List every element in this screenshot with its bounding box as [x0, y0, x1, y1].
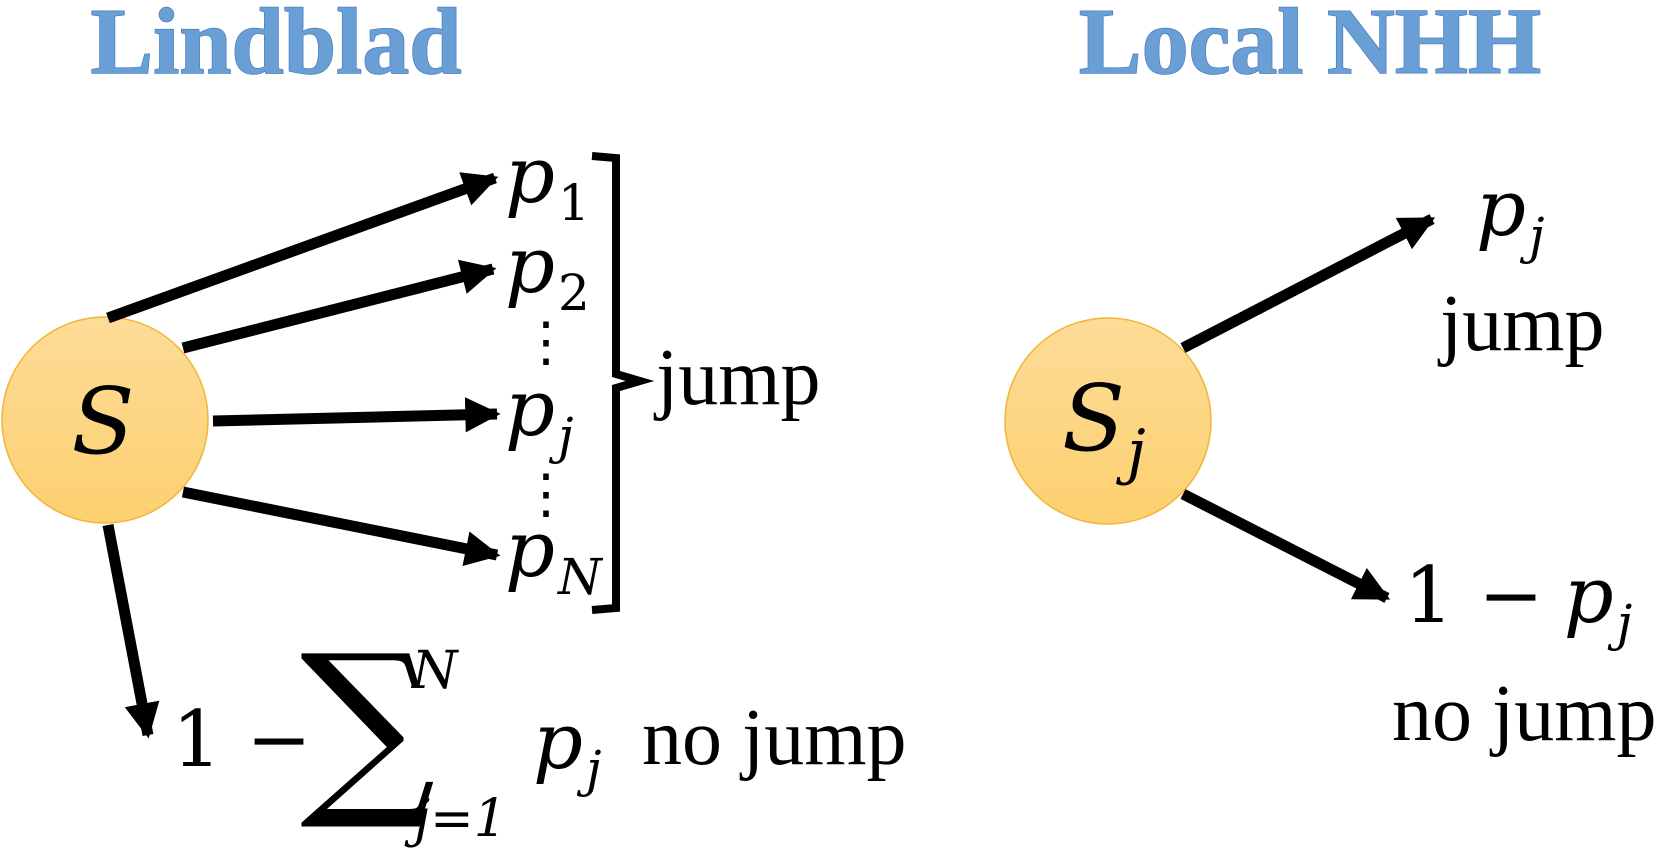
local-nhh-node: [1004, 317, 1212, 525]
ellipsis-lower: ⋮: [519, 462, 573, 525]
arrow-to-p2: [181, 259, 497, 354]
local-nhh-title: Local NHH: [1079, 0, 1541, 94]
lindblad-no-jump-label: no jump: [642, 694, 906, 782]
sum-upper: N: [410, 641, 459, 701]
lindblad-jump-label: jump: [653, 334, 820, 422]
local-nhh-node-label: Sj: [1062, 365, 1146, 487]
nhh-jump-label: jump: [1437, 280, 1604, 368]
sum-symbol: ∑: [300, 614, 436, 835]
branch-p2: p2: [505, 221, 590, 322]
local-nhh-panel: Sj pj jump 1 −pj no jump: [1004, 164, 1656, 758]
branch-p1: p1: [505, 131, 590, 232]
branch-pj: pj: [505, 364, 573, 465]
lindblad-node: [1, 316, 209, 524]
arrow-to-p1: [106, 172, 499, 324]
jump-bracket: [591, 152, 655, 614]
lindblad-title: Lindblad: [90, 0, 461, 94]
ellipsis-upper: ⋮: [519, 310, 573, 373]
sum-lower: j=1: [404, 789, 507, 848]
arrow-to-pj: [212, 397, 501, 433]
nhh-no-jump-label: no jump: [1392, 670, 1656, 758]
nhh-no-jump-prob: 1 −pj: [1404, 551, 1632, 652]
arrow-to-jump: [1180, 214, 1436, 353]
arrow-to-pN: [181, 486, 501, 567]
no-jump-prefix: 1 −: [172, 695, 312, 785]
no-jump-term: pj: [533, 697, 601, 798]
lindblad-node-label: S: [71, 368, 134, 475]
nhh-jump-prob: pj: [1476, 164, 1544, 265]
branch-pN: pN: [505, 505, 604, 606]
lindblad-panel: S p1 p2 ⋮ pj ⋮ pN jump 1 − ∑ N j=1 pj no…: [1, 131, 906, 848]
arrow-to-no-jump: [102, 523, 160, 739]
arrow-to-no-jump-nhh: [1180, 489, 1391, 603]
